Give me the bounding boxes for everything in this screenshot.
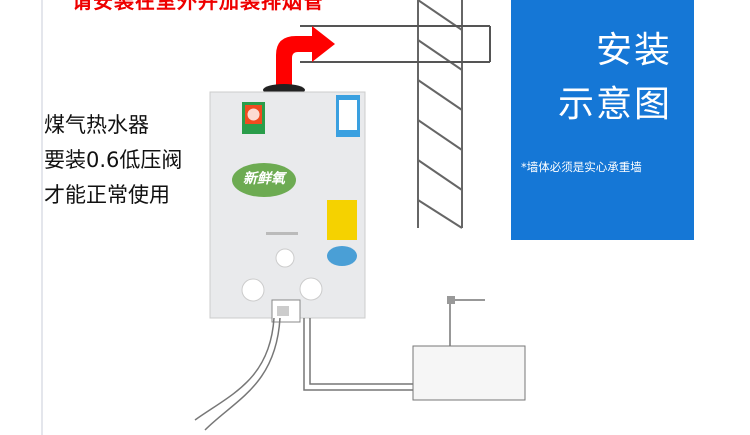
faucet xyxy=(447,296,455,304)
requirement-text: 煤气热水器 要装0.6低压阀 才能正常使用 xyxy=(44,108,182,213)
wall-hatch xyxy=(417,0,463,229)
display-digits xyxy=(277,306,289,316)
sink xyxy=(412,345,526,401)
panel-title-line: 示意图 xyxy=(557,84,672,125)
requirement-line: 要装0.6低压阀 xyxy=(44,148,183,172)
flue-pipe xyxy=(300,25,491,63)
knob-water[interactable] xyxy=(299,277,323,301)
knob-gas[interactable] xyxy=(241,278,265,302)
heater-badge-text: 新鲜氧 xyxy=(243,171,285,187)
install-warning-text: 请安装在室外并加装排烟管 xyxy=(72,0,324,13)
diagram-title-panel: 安装 示意图 *墙体必须是实心承重墙 xyxy=(511,0,694,240)
requirement-line: 煤气热水器 xyxy=(44,113,149,137)
requirement-line: 才能正常使用 xyxy=(44,183,170,207)
warning-sticker xyxy=(327,200,357,240)
wall-note: *墙体必须是实心承重墙 xyxy=(521,160,642,174)
knob-power[interactable] xyxy=(275,248,295,268)
sticker-round xyxy=(327,246,357,266)
badge-new-oxygen xyxy=(232,163,296,197)
panel-title: 安装 示意图 xyxy=(558,24,672,132)
exhaust-arrow xyxy=(276,26,335,88)
panel-title-line: 安装 xyxy=(595,30,672,71)
